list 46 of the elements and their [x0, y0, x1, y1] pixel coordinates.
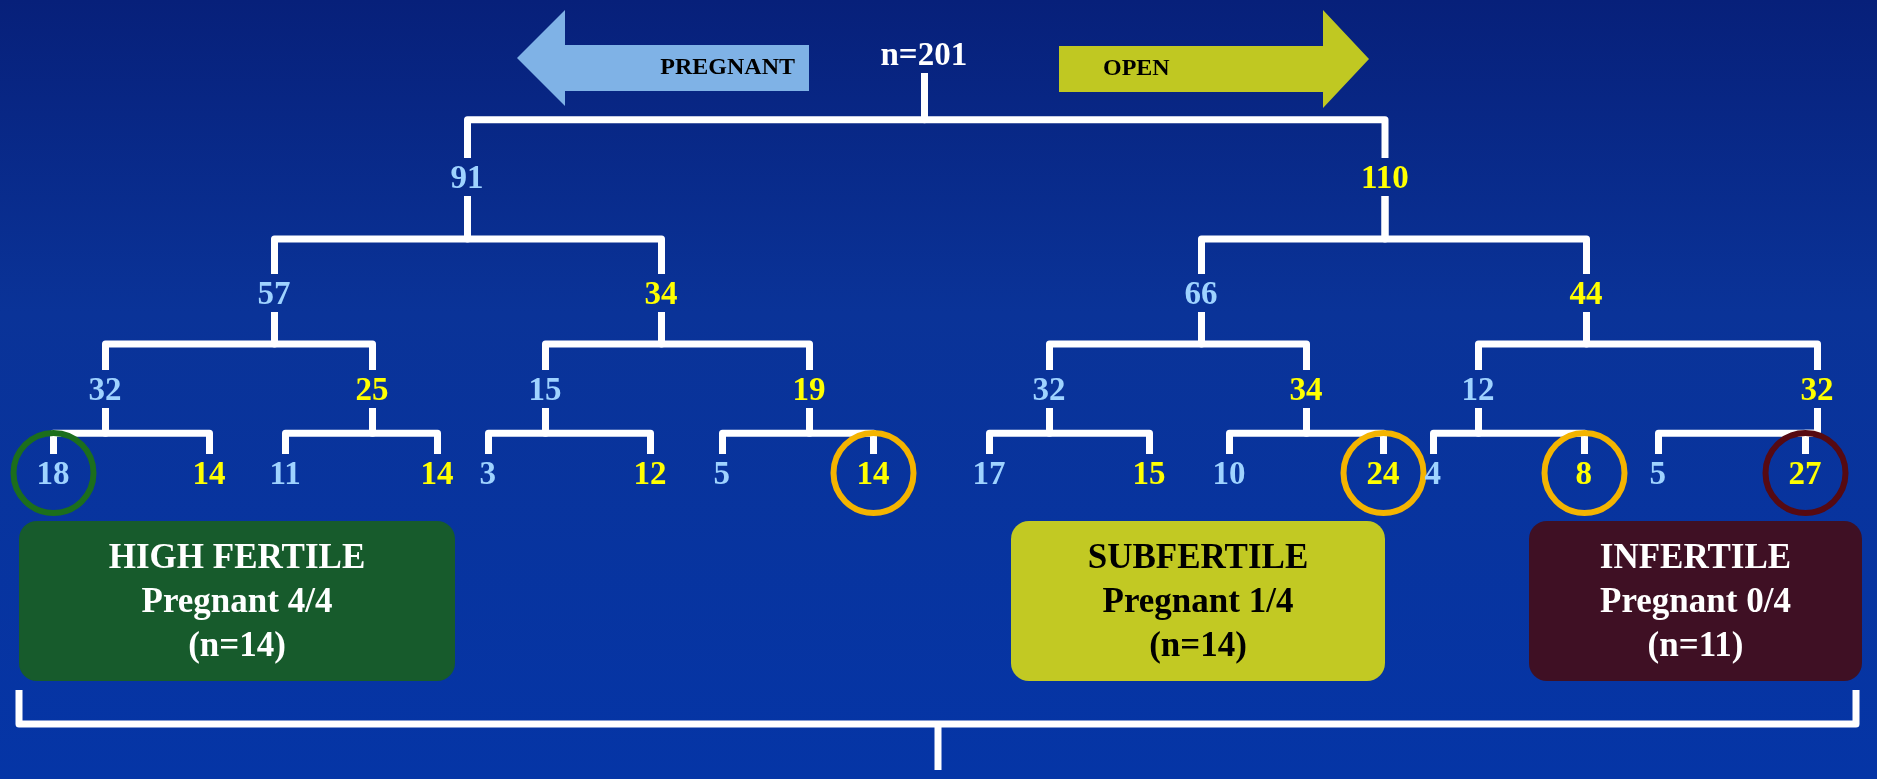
- category-box: [1011, 521, 1385, 681]
- count-label: 19: [792, 370, 826, 408]
- count-label: 5: [713, 454, 730, 492]
- count-label: 14: [856, 454, 890, 492]
- box-text: INFERTILE: [1599, 536, 1792, 578]
- count-label: 5: [1649, 454, 1666, 492]
- box-text: (n=11): [1647, 624, 1744, 666]
- count-label: 15: [528, 370, 562, 408]
- count-label: 11: [269, 454, 301, 492]
- count-label: 10: [1212, 454, 1246, 492]
- box-text: Pregnant 1/4: [1102, 580, 1294, 622]
- count-label: 66: [1184, 274, 1218, 312]
- count-label: 17: [972, 454, 1006, 492]
- count-label: 24: [1366, 454, 1400, 492]
- count-label: 91: [450, 158, 484, 196]
- right-arrow: [1059, 10, 1369, 108]
- count-label: 57: [257, 274, 291, 312]
- count-label: 34: [644, 274, 678, 312]
- count-label: 14: [420, 454, 454, 492]
- arrow-label: OPEN: [1103, 54, 1170, 81]
- box-text: Pregnant 4/4: [141, 580, 333, 622]
- count-label: 32: [1032, 370, 1066, 408]
- count-label: 110: [1361, 158, 1409, 196]
- count-label: 18: [36, 454, 70, 492]
- count-label: 8: [1575, 454, 1592, 492]
- count-label: 15: [1132, 454, 1166, 492]
- box-text: HIGH FERTILE: [108, 536, 366, 578]
- count-label: 32: [1800, 370, 1834, 408]
- box-text: (n=14): [188, 624, 286, 666]
- count-label: 3: [479, 454, 496, 492]
- count-label: 12: [1461, 370, 1495, 408]
- category-box: [19, 521, 455, 681]
- left-arrow: [517, 10, 809, 106]
- count-label: 12: [633, 454, 667, 492]
- arrow-label: PREGNANT: [660, 53, 795, 80]
- count-label: 32: [88, 370, 122, 408]
- count-label: 25: [355, 370, 389, 408]
- box-text: SUBFERTILE: [1087, 536, 1309, 578]
- category-box: [1529, 521, 1862, 681]
- count-label: 34: [1289, 370, 1323, 408]
- count-label: 27: [1788, 454, 1822, 492]
- count-label: 14: [192, 454, 226, 492]
- box-text: (n=14): [1149, 624, 1247, 666]
- box-text: Pregnant 0/4: [1600, 580, 1791, 622]
- count-label: n=201: [880, 35, 968, 73]
- count-label: 44: [1569, 274, 1603, 312]
